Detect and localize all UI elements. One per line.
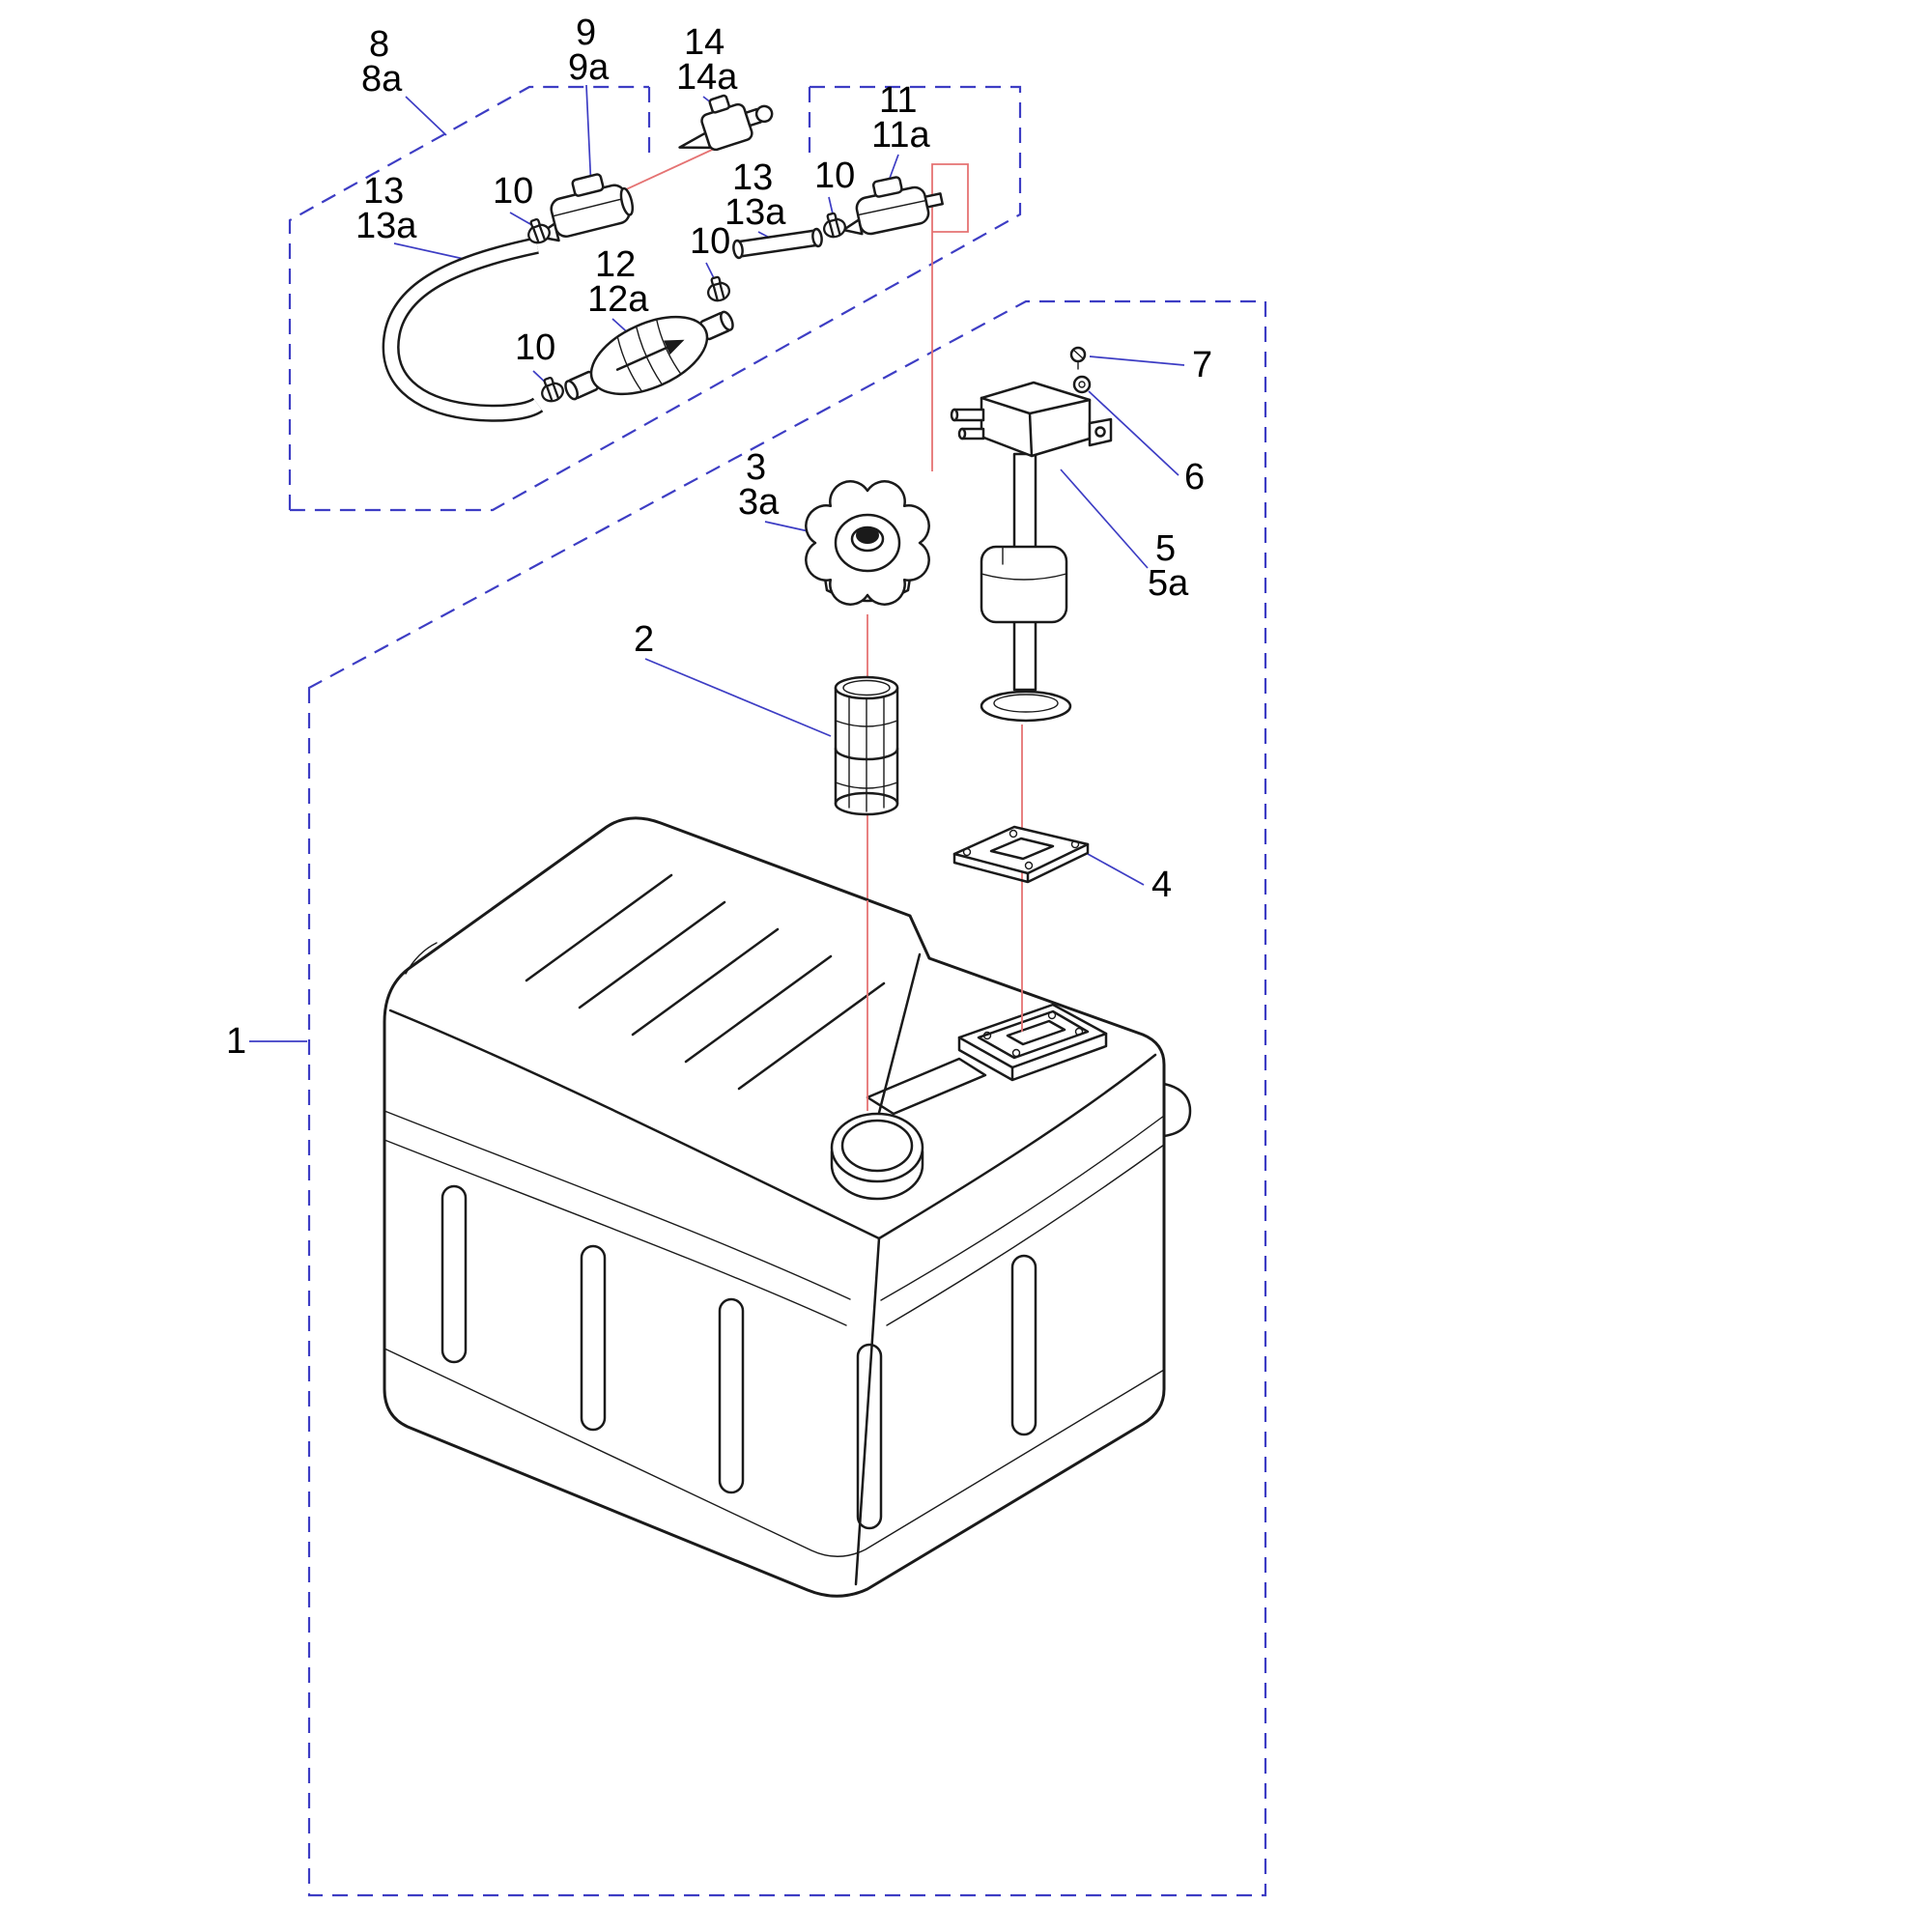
callout-9a: 9a [568, 47, 610, 88]
alignment-lines-red-over [867, 900, 1023, 1111]
callout-6: 6 [1184, 457, 1205, 497]
part-11-fuel-joint [841, 176, 944, 236]
callout-14a: 14a [676, 57, 738, 98]
callout-1: 1 [226, 1021, 246, 1062]
sender-float [980, 545, 1068, 624]
callout-5a: 5a [1148, 563, 1189, 604]
callout-10-left-top: 10 [493, 171, 533, 212]
callout-3: 3 [746, 447, 766, 488]
callout-5: 5 [1155, 528, 1176, 569]
callout-3a: 3a [738, 482, 780, 523]
callout-14: 14 [684, 22, 724, 63]
callout-13a-left: 13a [355, 206, 417, 246]
lower-group-boundary [307, 299, 1267, 1897]
callout-8: 8 [369, 24, 389, 65]
tank-grooves [440, 1184, 1037, 1530]
part-13-fuel-hose-right [732, 227, 823, 260]
part-5-fuel-sender [950, 381, 1113, 723]
callout-13-left: 13 [363, 171, 404, 212]
callout-10-right-top: 10 [814, 156, 855, 196]
callout-12a: 12a [587, 279, 649, 320]
part-9-fuel-joint [534, 173, 635, 242]
callout-8a: 8a [361, 59, 403, 99]
callout-13a-right: 13a [724, 192, 786, 233]
part-13-fuel-hose-left [382, 237, 544, 422]
tank-label-recess [866, 1057, 987, 1116]
part-1-fuel-tank [383, 816, 1192, 1598]
callout-11a: 11a [871, 115, 930, 156]
callout-12: 12 [595, 244, 636, 285]
callout-labels: 8 8a 9 9a 14 14a 11 11a 13 13a 10 13 13a… [226, 13, 1212, 1062]
callout-13-right: 13 [732, 157, 773, 198]
part-2-fuel-filter [834, 675, 899, 816]
callout-2: 2 [634, 619, 654, 660]
callout-7: 7 [1192, 345, 1212, 385]
part-7-screw [1069, 346, 1087, 370]
callout-4: 4 [1151, 865, 1172, 905]
part-6-washer [1072, 375, 1092, 394]
tank-filler-neck [830, 1112, 924, 1201]
callout-11: 11 [879, 80, 917, 121]
part-12-primer-bulb [564, 310, 734, 401]
upper-group-boundary [288, 85, 1022, 512]
callout-9: 9 [576, 13, 596, 53]
callout-10-middle: 10 [690, 221, 730, 262]
callout-10-lower: 10 [515, 327, 555, 368]
tank-top-ribs [525, 873, 886, 1091]
part-3-fuel-cap [805, 480, 930, 606]
part-4-gasket [952, 825, 1090, 884]
tank-sender-flange [957, 1003, 1108, 1082]
part-14-fuel-joint [678, 94, 774, 152]
